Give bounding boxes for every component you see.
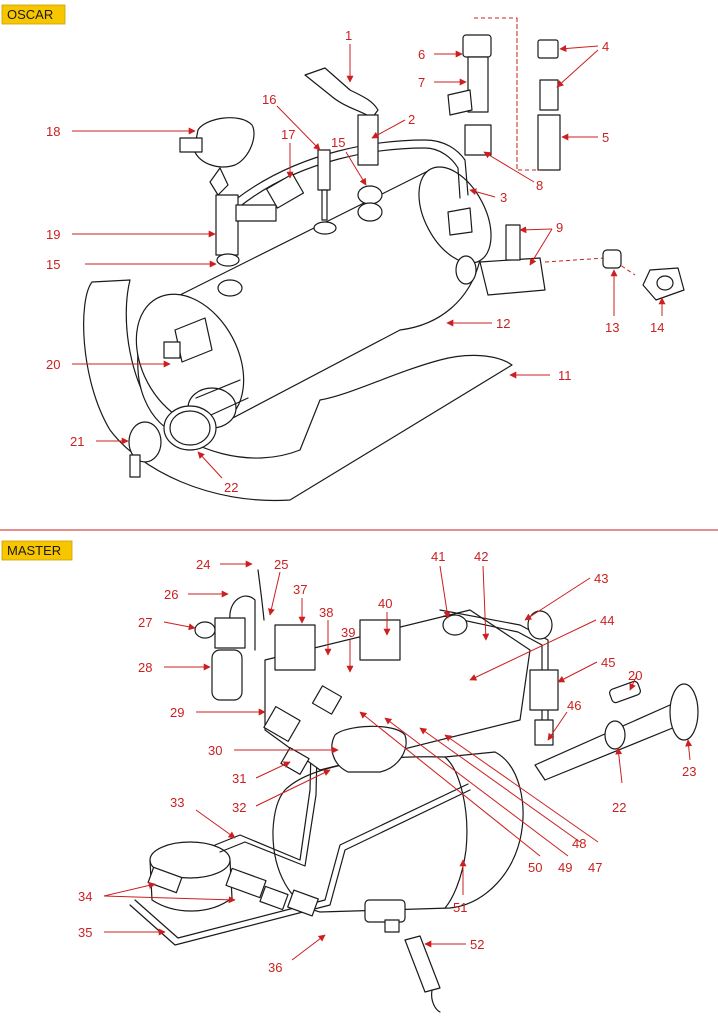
leader-line [519,226,553,234]
callout-label: 12 [496,316,510,331]
callout-label: 45 [601,655,615,670]
callout-label: 19 [46,227,60,242]
callout-label: 20 [46,357,60,372]
callout-label: 33 [170,795,184,810]
callout-label: 5 [602,130,609,145]
leader-line [371,119,406,139]
leader-line [529,228,553,266]
master-callouts: 20 22 23 24 25 26 27 28 29 30 31 32 33 3… [78,549,696,975]
callout-label: 3 [500,190,507,205]
callout-label: 2 [408,112,415,127]
callout-label: 25 [274,557,288,572]
oscar-drawing [83,17,685,502]
callout-label: 20 [628,668,642,683]
callout-label: 26 [164,587,178,602]
callout-label: 15 [331,135,345,150]
leader-line [557,661,598,683]
leader-line [197,451,223,479]
oscar-callouts: 1 2 3 4 5 6 7 8 9 11 12 13 14 15 15 16 [46,28,666,495]
callout-label: 37 [293,582,307,597]
callout-label: 4 [602,39,609,54]
leader-line [255,769,331,807]
callout-label: 52 [470,937,484,952]
callout-label: 11 [558,368,572,383]
callout-label: 15 [46,257,60,272]
callout-label: 23 [682,764,696,779]
section-tag-master: MASTER [1,540,73,561]
leader-line [482,565,490,641]
leader-line [439,565,451,619]
leader-line [483,151,535,183]
leader-line [469,188,496,198]
callout-label: 43 [594,571,608,586]
callout-label: 13 [605,320,619,335]
leader-line [345,151,367,186]
callout-label: 14 [650,320,664,335]
callout-label: 47 [588,860,602,875]
leader-line [629,674,638,691]
leader-line [195,809,236,839]
callout-label: 29 [170,705,184,720]
callout-label: 8 [536,178,543,193]
leader-line [524,577,591,621]
callout-label: 22 [224,480,238,495]
callout-label: 6 [418,47,425,62]
callout-label: 39 [341,625,355,640]
callout-label: 44 [600,613,614,628]
callout-label: 34 [78,889,92,904]
callout-label: 7 [418,75,425,90]
master-drawing [129,569,699,1013]
callout-label: 24 [196,557,210,572]
callout-label: 41 [431,549,445,564]
callout-label: 1 [345,28,352,43]
section-title-master: MASTER [7,543,61,558]
callout-label: 48 [572,836,586,851]
callout-label: 30 [208,743,222,758]
callout-label: 35 [78,925,92,940]
leader-line [556,49,599,88]
leader-line [103,882,156,897]
callout-label: 18 [46,124,60,139]
leader-line [469,619,597,681]
callout-label: 27 [138,615,152,630]
callout-label: 49 [558,860,572,875]
leader-line [255,761,291,779]
section-tag-oscar: OSCAR [1,4,66,25]
callout-label: 40 [378,596,392,611]
callout-label: 16 [262,92,276,107]
callout-label: 22 [612,800,626,815]
leader-line [268,571,281,616]
leader-line [384,717,569,857]
callout-label: 42 [474,549,488,564]
callout-label: 46 [567,698,581,713]
callout-label: 51 [453,900,467,915]
callout-label: 28 [138,660,152,675]
leader-line [615,747,623,784]
callout-label: 21 [70,434,84,449]
leader-line [291,934,326,961]
callout-label: 32 [232,800,246,815]
leader-line [444,734,599,843]
leader-line [276,105,321,151]
leader-line [559,45,599,52]
callout-label: 50 [528,860,542,875]
callout-label: 36 [268,960,282,975]
leader-line [163,621,196,631]
callout-label: 31 [232,771,246,786]
callout-label: 9 [556,220,563,235]
leader-line [547,711,568,741]
callout-label: 38 [319,605,333,620]
section-title-oscar: OSCAR [7,7,53,22]
leader-line [103,895,236,904]
leader-line [359,711,541,857]
leader-line [419,727,581,843]
leader-line [685,739,693,761]
callout-label: 17 [281,127,295,142]
